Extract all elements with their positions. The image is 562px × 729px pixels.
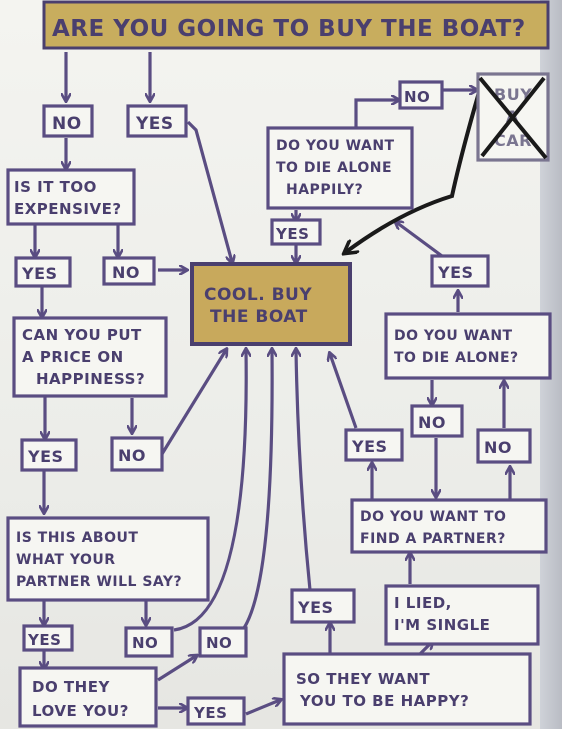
no-box-4: NO bbox=[124, 626, 174, 658]
happy-line-2: YOU TO BE HAPPY? bbox=[299, 692, 469, 710]
no-label-5: NO bbox=[206, 634, 232, 652]
find-line-2: FIND A PARTNER? bbox=[360, 531, 506, 547]
lied-box: I LIED, I'M SINGLE bbox=[384, 584, 540, 646]
die-happily-line-3: HAPPILY? bbox=[286, 182, 363, 198]
yes-box-9: YES bbox=[270, 218, 322, 246]
yes-box-1: YES bbox=[126, 104, 188, 138]
yes-label-7: YES bbox=[351, 437, 388, 456]
no-label-7: NO bbox=[484, 438, 512, 457]
title-box: ARE YOU GOING TO BUY THE BOAT? bbox=[42, 0, 550, 50]
price-line-1: CAN YOU PUT bbox=[22, 326, 142, 344]
no-box-5: NO bbox=[198, 626, 248, 658]
find-partner-box: DO YOU WANT TO FIND A PARTNER? bbox=[350, 498, 548, 554]
yes-label-5: YES bbox=[193, 704, 227, 722]
no-box-2: NO bbox=[102, 256, 156, 286]
yes-label-9: YES bbox=[275, 225, 309, 243]
partner-say-line-2: WHAT YOUR bbox=[16, 552, 116, 568]
expensive-line-2: EXPENSIVE? bbox=[14, 200, 122, 218]
no-label-4: NO bbox=[132, 634, 158, 652]
yes-label-3: YES bbox=[27, 447, 64, 466]
no-label-2: NO bbox=[112, 263, 140, 282]
no-label-3: NO bbox=[118, 446, 146, 465]
die-happily-line-1: DO YOU WANT bbox=[276, 138, 395, 154]
no-box-3: NO bbox=[110, 436, 164, 472]
yes-box-2: YES bbox=[14, 256, 72, 288]
love-line-2: LOVE YOU? bbox=[32, 702, 129, 720]
arrow-yes8-to-die-happily bbox=[396, 222, 443, 258]
no-box-7: NO bbox=[476, 428, 532, 464]
connectors bbox=[35, 52, 510, 716]
arrow-yes7-to-center bbox=[330, 354, 358, 429]
die-happily-box: DO YOU WANT TO DIE ALONE HAPPILY? bbox=[266, 126, 414, 210]
lied-line-1: I LIED, bbox=[394, 594, 452, 612]
yes-label-2: YES bbox=[21, 264, 58, 283]
yes-box-7: YES bbox=[344, 428, 404, 462]
no-label-1: NO bbox=[52, 114, 82, 134]
expensive-line-1: IS IT TOO bbox=[14, 178, 97, 196]
find-line-1: DO YOU WANT TO bbox=[360, 509, 506, 525]
price-box: CAN YOU PUT A PRICE ON HAPPINESS? bbox=[12, 316, 168, 398]
no-box-8: NO bbox=[398, 80, 444, 110]
partner-say-box: IS THIS ABOUT WHAT YOUR PARTNER WILL SAY… bbox=[6, 516, 210, 602]
yes-box-6: YES bbox=[290, 588, 356, 624]
die-alone-line-1: DO YOU WANT bbox=[394, 328, 513, 344]
car-line-1: BUY bbox=[494, 85, 532, 104]
no-label-8: NO bbox=[404, 88, 430, 106]
expensive-box: IS IT TOO EXPENSIVE? bbox=[6, 168, 136, 226]
arrow-yes1-to-center bbox=[186, 120, 232, 262]
price-line-3: HAPPINESS? bbox=[36, 370, 145, 388]
happy-box: SO THEY WANT YOU TO BE HAPPY? bbox=[282, 652, 532, 726]
car-line-3: CAR bbox=[494, 131, 532, 150]
arrow-no4-to-center bbox=[173, 350, 246, 632]
yes-label-1: YES bbox=[135, 114, 174, 134]
buy-the-boat-box: COOL. BUY THE BOAT bbox=[190, 262, 352, 346]
price-line-2: A PRICE ON bbox=[22, 348, 124, 366]
no-box-6: NO bbox=[410, 404, 464, 438]
arrow-love-to-no5 bbox=[157, 656, 196, 682]
arrow-no3-to-center bbox=[160, 350, 226, 455]
die-happily-line-2: TO DIE ALONE bbox=[276, 160, 392, 176]
partner-say-line-3: PARTNER WILL SAY? bbox=[16, 574, 182, 590]
title-text: ARE YOU GOING TO BUY THE BOAT? bbox=[52, 16, 526, 42]
love-line-1: DO THEY bbox=[32, 678, 110, 696]
yes-box-8: YES bbox=[430, 254, 490, 288]
yes-box-3: YES bbox=[20, 438, 78, 472]
arrow-yes5-to-happy bbox=[245, 700, 280, 716]
yes-box-4: YES bbox=[22, 624, 74, 652]
die-alone-box: DO YOU WANT TO DIE ALONE? bbox=[384, 312, 552, 380]
buy-a-car-box: BUY A CAR bbox=[476, 72, 550, 162]
no-box-1: NO bbox=[42, 104, 94, 138]
center-line-1: COOL. BUY bbox=[204, 285, 312, 305]
yes-box-5: YES bbox=[186, 696, 246, 726]
partner-say-line-1: IS THIS ABOUT bbox=[16, 530, 138, 546]
center-line-2: THE BOAT bbox=[210, 307, 308, 327]
cross-out-mark bbox=[478, 76, 548, 160]
yes-label-6: YES bbox=[297, 598, 334, 617]
arrow-die-happily-to-no8 bbox=[354, 100, 398, 128]
happy-line-1: SO THEY WANT bbox=[296, 670, 430, 688]
arrow-car-redirect-to-center bbox=[346, 81, 484, 252]
no-label-6: NO bbox=[418, 413, 446, 432]
arrow-yes6-to-center bbox=[296, 350, 312, 591]
love-box: DO THEY LOVE YOU? bbox=[18, 666, 158, 728]
yes-label-8: YES bbox=[437, 263, 474, 282]
die-alone-line-2: TO DIE ALONE? bbox=[394, 350, 519, 366]
arrow-no5-to-center bbox=[242, 350, 272, 629]
lied-line-2: I'M SINGLE bbox=[394, 616, 490, 634]
yes-label-4: YES bbox=[27, 631, 61, 649]
